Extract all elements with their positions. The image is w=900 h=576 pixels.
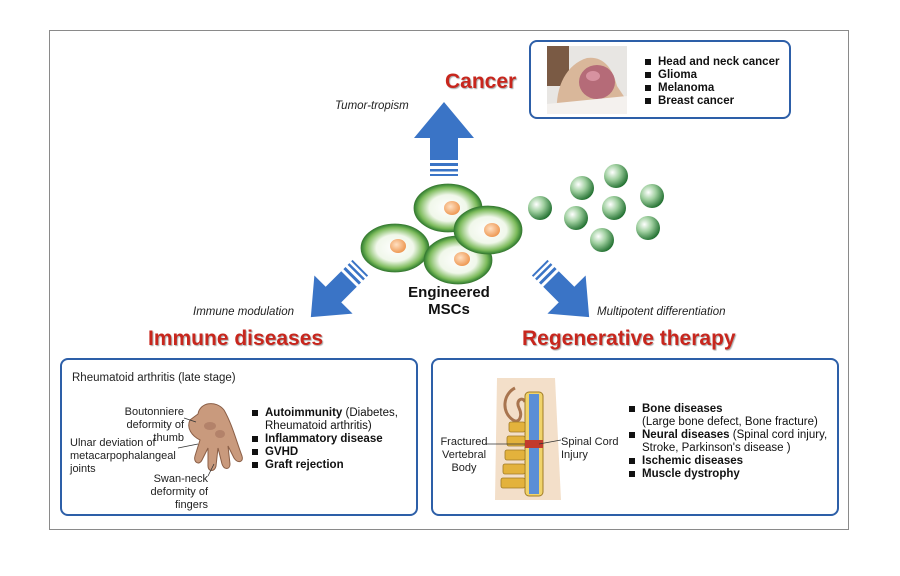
list-item-detail: Stroke, Parkinson's disease ) [642, 442, 791, 454]
cancer-box: Head and neck cancer Glioma Melanoma Bre… [529, 40, 791, 119]
immune-modulation-label: Immune modulation [193, 306, 294, 318]
regenerative-title: Regenerative therapy [522, 327, 736, 350]
center-label-line1: Engineered [408, 284, 490, 301]
arrow-down-right-icon [531, 259, 590, 318]
immune-list: Autoimmunity (Diabetes, Rheumatoid arthr… [252, 407, 417, 472]
list-item: Inflammatory disease [252, 433, 417, 446]
fractured-vertebral-annotation: Fractured Vertebral Body [440, 436, 488, 474]
list-item: Neural diseases (Spinal cord injury, Str… [629, 429, 839, 455]
multipotent-differentiation-label: Multipotent differentiation [597, 306, 726, 318]
list-item-rest: (Spinal cord injury, [729, 429, 828, 441]
list-item: Head and neck cancer [645, 56, 791, 69]
list-item-detail: Rheumatoid arthritis) [265, 420, 372, 432]
list-item: Graft rejection [252, 459, 417, 472]
spinal-cord-injury-annotation: Spinal Cord Injury [561, 436, 619, 461]
green-sphere [564, 206, 588, 230]
list-item: Breast cancer [645, 95, 791, 108]
boutonniere-annotation: Boutonniere deformity of thumb [124, 406, 184, 444]
arrow-down-left-icon [310, 259, 369, 318]
cancer-list: Head and neck cancer Glioma Melanoma Bre… [645, 56, 791, 108]
list-item: Muscle dystrophy [629, 468, 839, 481]
green-sphere [604, 164, 628, 188]
green-sphere [602, 196, 626, 220]
spine-leader-lines [485, 439, 562, 445]
list-item: Autoimmunity (Diabetes, Rheumatoid arthr… [252, 407, 417, 433]
arrow-up-icon [414, 102, 474, 176]
list-item: Bone diseases (Large bone defect, Bone f… [629, 403, 839, 429]
list-item-bold: Neural diseases [642, 429, 730, 441]
green-sphere [640, 184, 664, 208]
list-item: Ischemic diseases [629, 455, 839, 468]
list-item: Melanoma [645, 82, 791, 95]
list-item: Glioma [645, 69, 791, 82]
differentiated-cells [528, 164, 664, 252]
regenerative-list: Bone diseases (Large bone defect, Bone f… [629, 403, 839, 481]
patient-photo [547, 46, 627, 114]
list-item-rest: (Diabetes, [342, 407, 398, 419]
msc-cell-cluster [360, 183, 523, 285]
ra-figure-title: Rheumatoid arthritis (late stage) [72, 372, 236, 384]
msc-cell [360, 223, 430, 273]
annotation-leader-lines [177, 417, 215, 477]
ulnar-deviation-annotation: Ulnar deviation of metacarpophalangeal j… [70, 437, 176, 475]
center-label: Engineered MSCs [395, 284, 503, 318]
green-sphere [528, 196, 552, 220]
center-label-line2: MSCs [428, 301, 470, 318]
list-item-detail: (Large bone defect, Bone fracture) [642, 416, 818, 428]
cancer-title: Cancer [445, 70, 517, 93]
immune-box: Rheumatoid arthritis (late stage) Bouton… [60, 358, 418, 516]
regenerative-box: Fractured Vertebral Body Spinal Cord Inj… [431, 358, 839, 516]
list-item: GVHD [252, 446, 417, 459]
hand-illustration [188, 403, 243, 471]
list-item-bold: Autoimmunity [265, 407, 343, 419]
swan-neck-annotation: Swan-neck deformity of fingers [150, 473, 208, 511]
immune-title: Immune diseases [148, 327, 324, 350]
spine-illustration [495, 378, 561, 500]
msc-cell [453, 205, 523, 255]
green-sphere [590, 228, 614, 252]
green-sphere [570, 176, 594, 200]
list-item-bold: Bone diseases [642, 403, 723, 415]
green-sphere [636, 216, 660, 240]
tumor-tropism-label: Tumor-tropism [335, 100, 409, 112]
